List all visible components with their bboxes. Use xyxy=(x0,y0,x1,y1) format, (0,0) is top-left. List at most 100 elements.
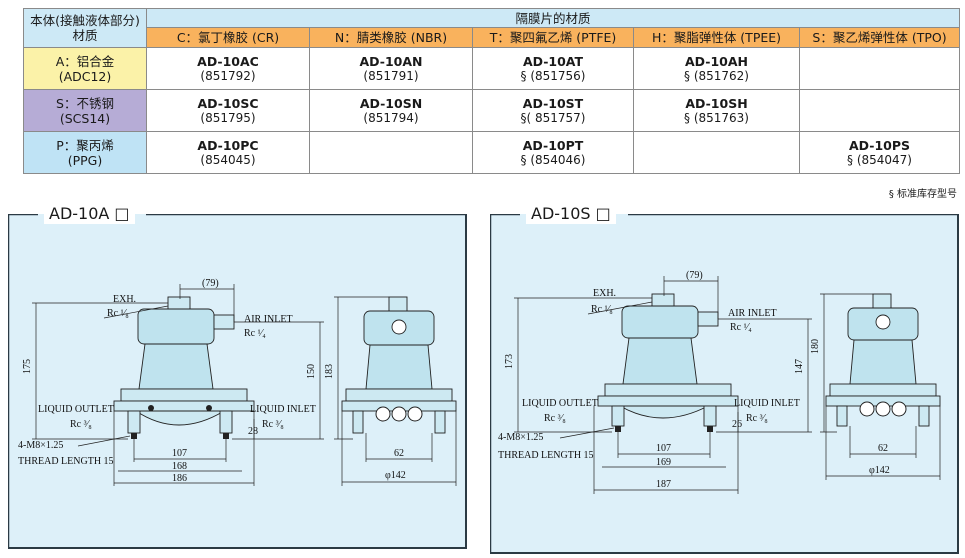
side-dimensions: 180 62 φ142 xyxy=(810,293,941,480)
body-material-header: 本体(接触液体部分) 材质 xyxy=(23,8,147,48)
label-exh: EXH. xyxy=(113,294,136,305)
model-name: AD-10PT xyxy=(522,137,584,153)
col-header-tpee: H：聚脂弹性体 (TPEE) xyxy=(633,27,800,48)
part-code: § (854046) xyxy=(520,152,586,167)
panel-title: AD-10S □ xyxy=(526,204,616,224)
pump-side-view xyxy=(825,293,941,427)
label-liquid-inlet: LIQUID INLET xyxy=(250,404,316,415)
label-inlet-rc: Rc ³⁄₈ xyxy=(262,419,284,430)
dim-height-air: 147 xyxy=(794,359,805,374)
part-code: § (854047) xyxy=(847,152,912,167)
model-name: AD-10PC xyxy=(197,137,259,153)
dim-width-side: 62 xyxy=(394,448,404,459)
pump-side-view xyxy=(341,296,457,434)
body-material-label: 本体(接触液体部分) xyxy=(30,13,140,28)
row-header-stainless: S：不锈钢(SCS14) xyxy=(23,89,147,132)
cell-empty xyxy=(633,131,800,174)
dim-height-inlet: 26 xyxy=(732,419,742,430)
cell-model: AD-10AT§ (851756) xyxy=(472,47,634,90)
dim-width-side: 62 xyxy=(878,443,888,454)
label-outlet-rc: Rc ³⁄₈ xyxy=(70,419,92,430)
col-header-nbr: N：腈类橡胶 (NBR) xyxy=(309,27,473,48)
label-air-inlet: AIR INLET xyxy=(244,314,293,325)
cell-model: AD-10AC(851792) xyxy=(146,47,310,90)
model-name: AD-10SN xyxy=(359,95,423,111)
part-code: (851791) xyxy=(363,68,419,83)
stock-note: § 标准库存型号 xyxy=(888,189,957,200)
row-polypropylene: P：聚丙烯(PPG) AD-10PC(854045) AD-10PT§ (854… xyxy=(23,131,960,174)
dim-w1: 107 xyxy=(172,448,187,459)
col-header-ptfe: T：聚四氟乙烯 (PTFE) xyxy=(472,27,634,48)
cell-model: AD-10PS§ (854047) xyxy=(799,131,960,174)
dim-top: (79) xyxy=(686,270,703,281)
part-code: §( 851757) xyxy=(520,110,586,125)
material-table: 本体(接触液体部分) 材质 隔膜片的材质 C：氯丁橡胶 (CR) N：腈类橡胶 … xyxy=(23,8,960,174)
part-code: § (851763) xyxy=(684,110,749,125)
label-air-rc: Rc ¹⁄₄ xyxy=(730,322,752,333)
dim-w2: 169 xyxy=(656,457,671,468)
row-stainless: S：不锈钢(SCS14) AD-10SC(851795) AD-10SN(851… xyxy=(23,89,960,132)
dim-w3: 186 xyxy=(172,473,187,484)
diaphragm-header: 隔膜片的材质 xyxy=(146,8,960,28)
front-dimensions: (79) 175 150 28 107 168 186 EXH. Rc ¹⁄₈ … xyxy=(18,278,324,486)
cell-model: AD-10PC(854045) xyxy=(146,131,310,174)
model-name: AD-10SC xyxy=(197,95,259,111)
dim-height-inlet: 28 xyxy=(248,426,258,437)
part-code: § (851762) xyxy=(684,68,749,83)
label-outlet-rc: Rc ³⁄₈ xyxy=(544,413,566,424)
label-thread-1: 4-M8×1.25 xyxy=(498,432,543,443)
dim-w3: 187 xyxy=(656,479,671,490)
label-air-inlet: AIR INLET xyxy=(728,308,777,319)
label-liquid-inlet: LIQUID INLET xyxy=(734,398,800,409)
pump-drawing: (79) 173 147 26 107 169 187 EXH. Rc ¹⁄₈ … xyxy=(490,214,957,552)
panel-title: AD-10A □ xyxy=(44,204,135,224)
drawing-panel-ad10s: AD-10S □ xyxy=(490,204,959,554)
label-thread-1: 4-M8×1.25 xyxy=(18,440,63,451)
col-header-tpo: S：聚乙烯弹性体 (TPO) xyxy=(799,27,960,48)
cell-model: AD-10AH§ (851762) xyxy=(633,47,800,90)
dim-height-side: 180 xyxy=(810,339,821,354)
cell-model: AD-10SH§ (851763) xyxy=(633,89,800,132)
label-exh: EXH. xyxy=(593,288,616,299)
label-exh-rc: Rc ¹⁄₈ xyxy=(591,304,613,315)
dim-top: (79) xyxy=(202,278,219,289)
cell-model: AD-10SN(851794) xyxy=(309,89,473,132)
front-dimensions: (79) 173 147 26 107 169 187 EXH. Rc ¹⁄₈ … xyxy=(498,270,812,494)
part-code: (851795) xyxy=(200,110,256,125)
row-aluminum: A：铝合金(ADC12) AD-10AC(851792) AD-10AN(851… xyxy=(23,47,960,90)
pump-front-view xyxy=(597,293,739,432)
pump-front-view xyxy=(113,296,255,439)
row-header-aluminum: A：铝合金(ADC12) xyxy=(23,47,147,90)
drawing-panel-ad10a: AD-10A □ xyxy=(8,204,467,549)
label-thread-2: THREAD LENGTH 15 xyxy=(18,456,114,467)
cell-empty xyxy=(799,89,960,132)
part-code: (851794) xyxy=(363,110,419,125)
cell-model: AD-10AN(851791) xyxy=(309,47,473,90)
dim-diameter: φ142 xyxy=(385,470,406,481)
dim-height-total: 173 xyxy=(504,354,515,369)
label-air-rc: Rc ¹⁄₄ xyxy=(244,328,266,339)
label-inlet-rc: Rc ³⁄₈ xyxy=(746,413,768,424)
label-liquid-outlet: LIQUID OUTLET xyxy=(522,398,598,409)
cell-empty xyxy=(799,47,960,90)
model-name: AD-10AN xyxy=(359,53,423,69)
model-name: AD-10ST xyxy=(522,95,584,111)
part-code: § (851756) xyxy=(520,68,586,83)
dim-height-total: 175 xyxy=(22,359,33,374)
cell-empty xyxy=(309,131,473,174)
model-name: AD-10AT xyxy=(522,53,584,69)
label-exh-rc: Rc ¹⁄₈ xyxy=(107,308,129,319)
pump-drawing: (79) 175 150 28 107 168 186 EXH. Rc ¹⁄₈ … xyxy=(8,214,465,547)
col-header-cr: C：氯丁橡胶 (CR) xyxy=(146,27,310,48)
model-name: AD-10SH xyxy=(685,95,748,111)
dim-w1: 107 xyxy=(656,443,671,454)
body-material-sub: 材质 xyxy=(72,28,98,43)
model-name: AD-10AC xyxy=(197,53,259,69)
part-code: (854045) xyxy=(200,152,256,167)
label-liquid-outlet: LIQUID OUTLET xyxy=(38,404,114,415)
side-dimensions: 183 62 φ142 xyxy=(324,296,457,486)
cell-model: AD-10ST§( 851757) xyxy=(472,89,634,132)
cell-model: AD-10PT§ (854046) xyxy=(472,131,634,174)
dim-w2: 168 xyxy=(172,461,187,472)
label-thread-2: THREAD LENGTH 15 xyxy=(498,450,594,461)
